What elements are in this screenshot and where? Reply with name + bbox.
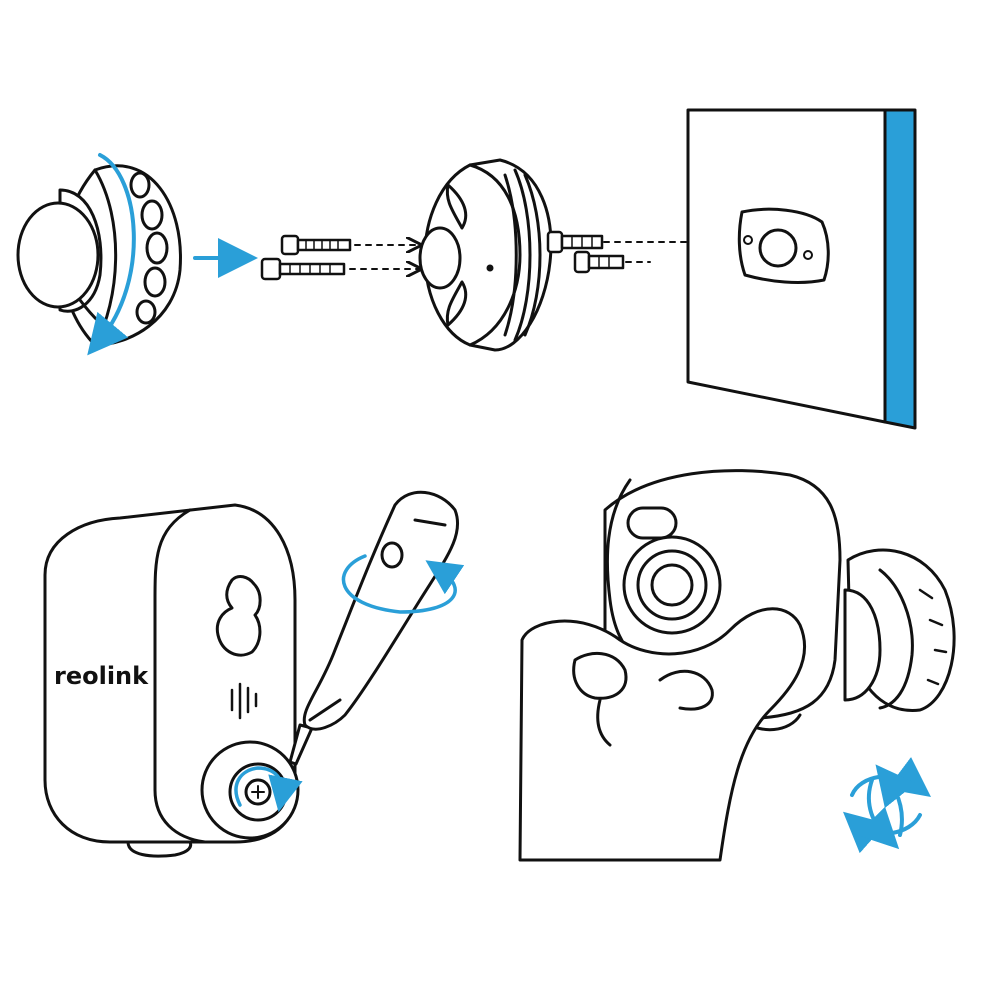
camera-back xyxy=(43,503,300,858)
wall xyxy=(686,108,917,430)
step-mount-base xyxy=(16,108,917,430)
wall-anchor-icon xyxy=(546,230,604,254)
rotate-arrow-icon xyxy=(341,554,465,614)
step-adjust-angle xyxy=(518,469,956,862)
rotate-arrow-icon xyxy=(234,766,303,813)
hand xyxy=(518,607,806,862)
wall-anchor-icon xyxy=(573,250,625,274)
dome-mount xyxy=(16,164,182,347)
screw-icon xyxy=(280,234,352,256)
screwdriver-icon xyxy=(288,490,460,766)
brand-logo: reolink xyxy=(54,662,149,690)
rotate-arrows-icon xyxy=(842,757,932,854)
base-mount xyxy=(418,158,553,352)
step-screw-camera: reolink xyxy=(43,490,465,858)
screw-icon xyxy=(260,257,346,281)
rotate-arrow-icon xyxy=(87,153,136,356)
wall-mount-ball xyxy=(843,548,956,712)
